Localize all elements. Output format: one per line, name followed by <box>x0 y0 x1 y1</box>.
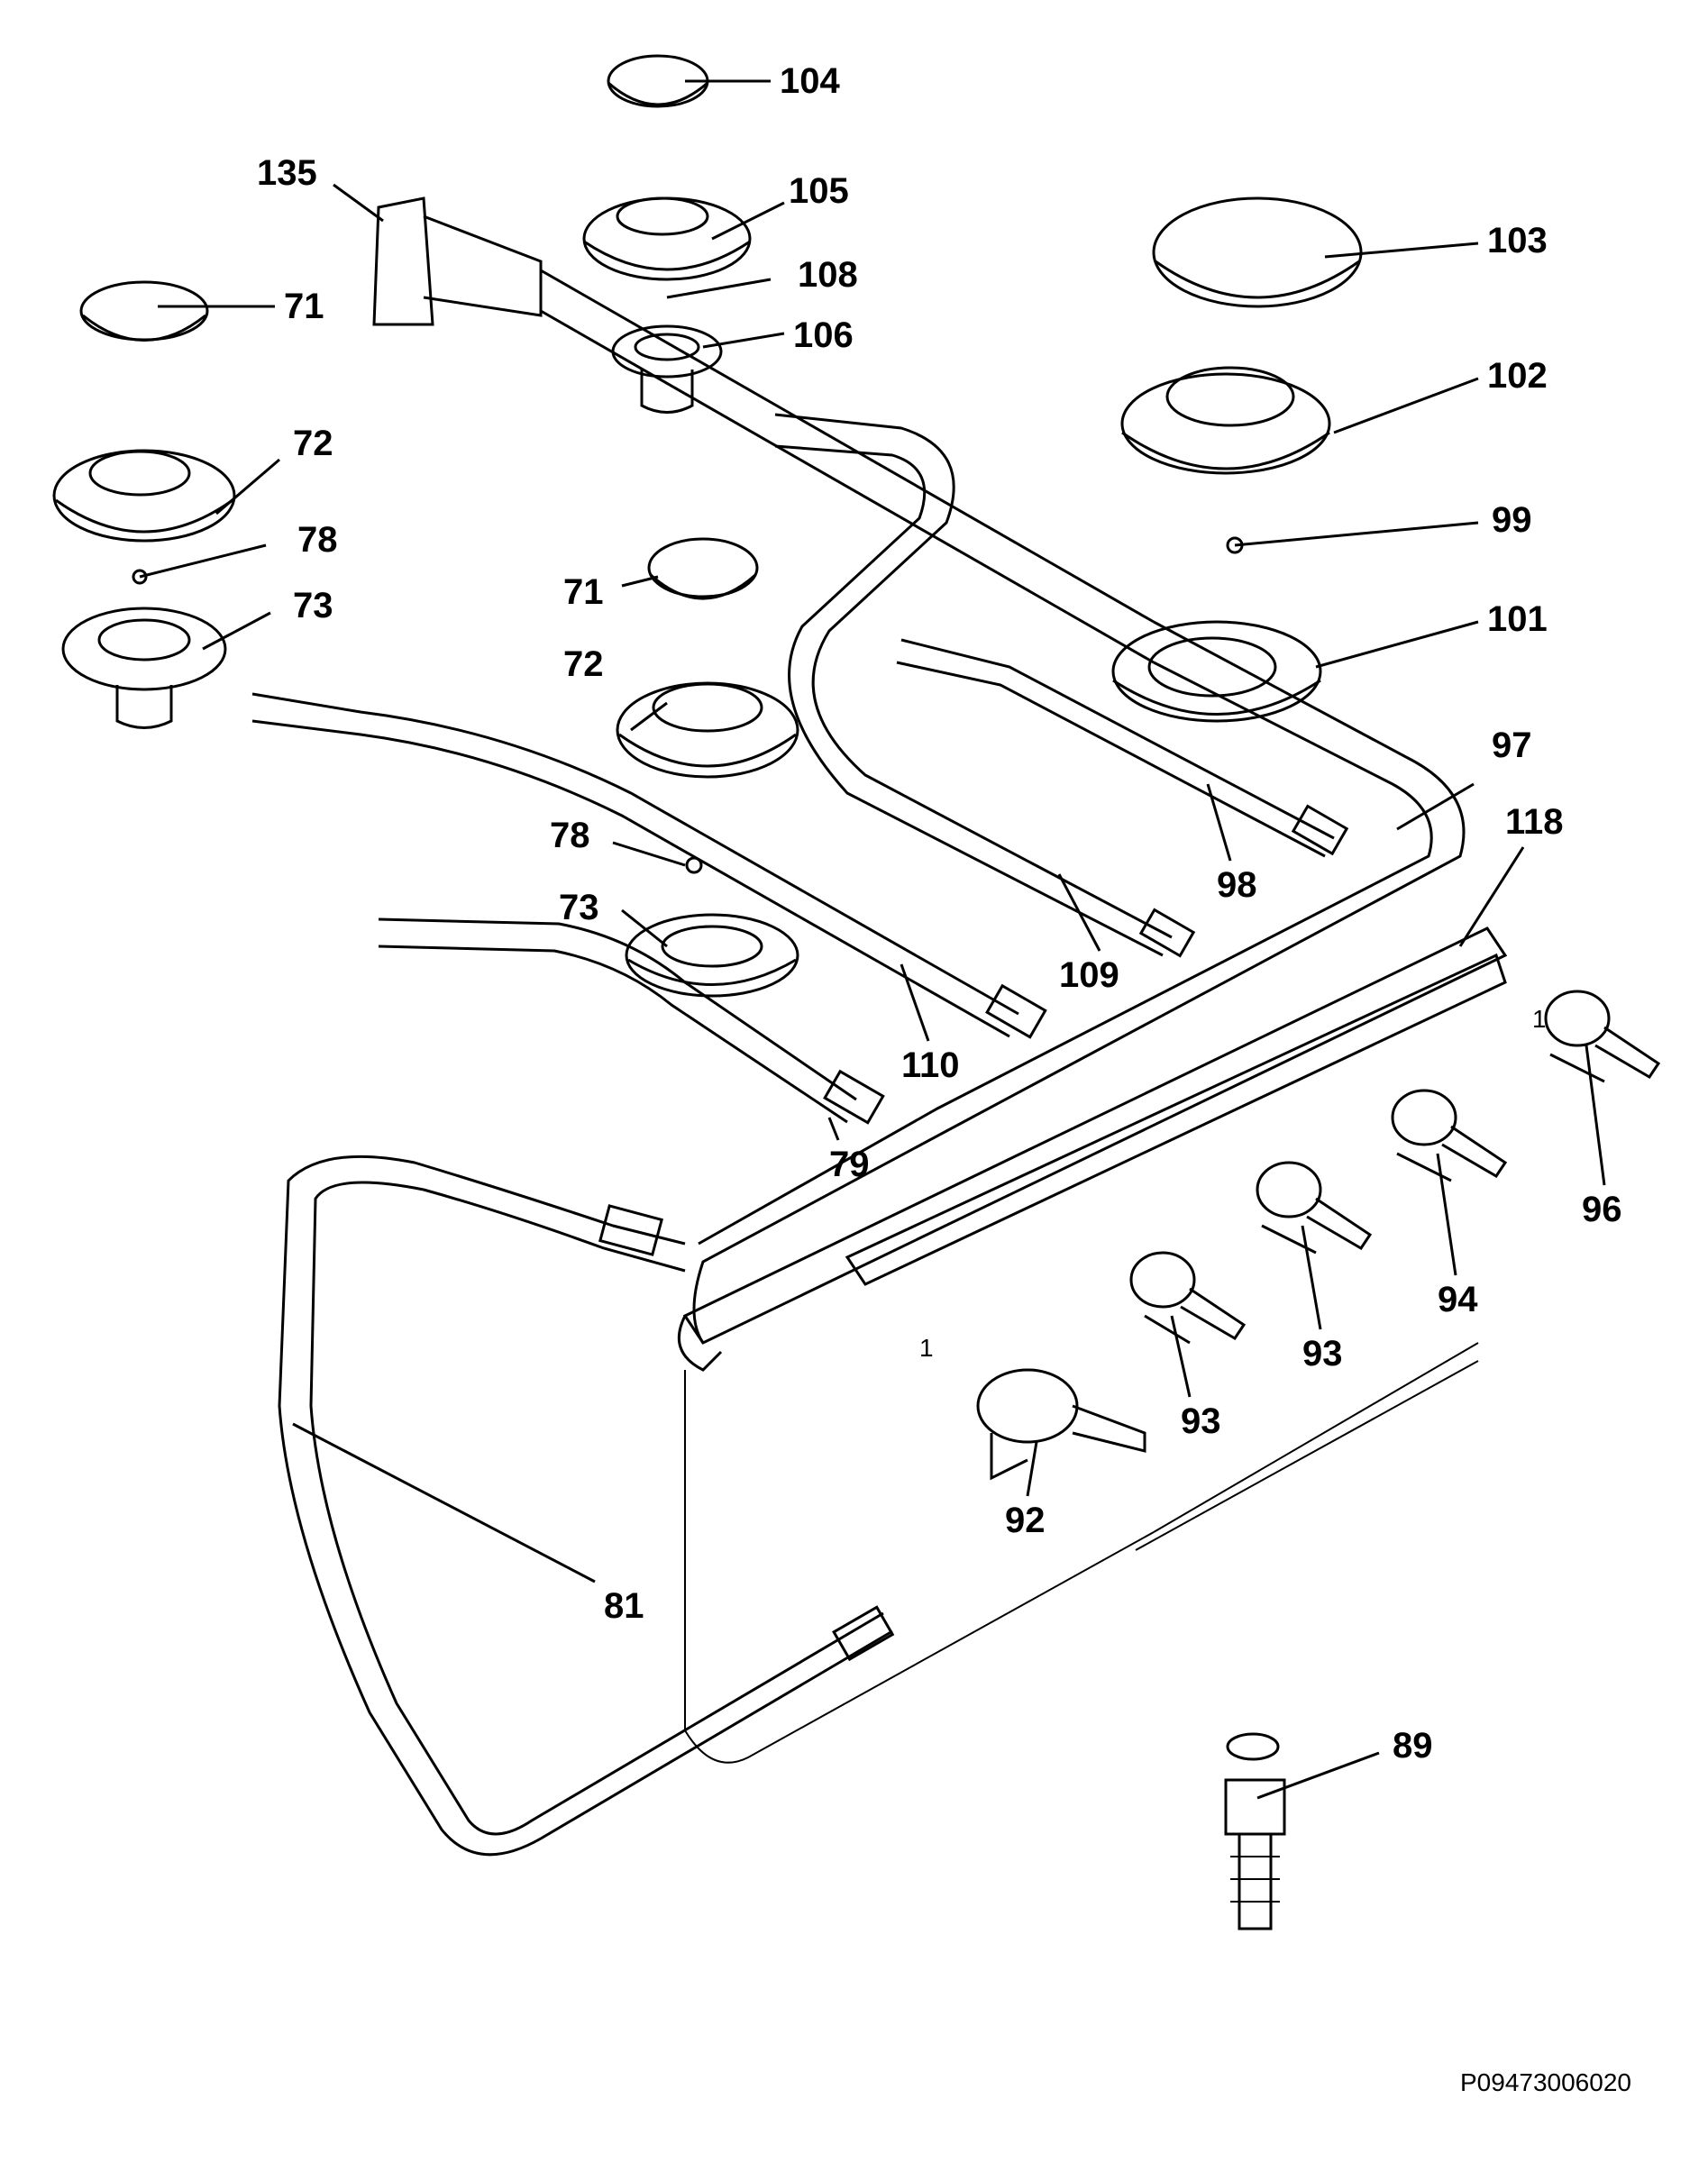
hob-frame-outline <box>684 1342 1479 1764</box>
part-94-gas-valve <box>1391 1089 1508 1182</box>
part-93-gas-valve-upper <box>1256 1161 1373 1255</box>
label-135: 135 <box>257 153 317 193</box>
label-1-right: 1 <box>1532 1005 1547 1033</box>
label-103: 103 <box>1487 221 1548 260</box>
label-72-left: 72 <box>293 424 333 463</box>
label-71-middle: 71 <box>563 572 604 612</box>
part-101-large-burner-base <box>1111 620 1322 723</box>
label-73-left: 73 <box>293 586 333 625</box>
label-109: 109 <box>1059 955 1119 995</box>
label-102: 102 <box>1487 356 1548 396</box>
label-110: 110 <box>901 1045 960 1085</box>
part-110-gas-pipe <box>251 692 1047 1039</box>
part-109-gas-pipe <box>774 413 1196 958</box>
part-89-hose-connector <box>1224 1732 1286 1930</box>
label-97: 97 <box>1492 726 1532 765</box>
label-96: 96 <box>1582 1190 1622 1229</box>
part-93-gas-valve-lower <box>1129 1251 1247 1345</box>
part-labels: 104 135 105 103 108 71 106 102 72 78 99 … <box>257 61 1631 2096</box>
label-1-left: 1 <box>919 1334 934 1362</box>
label-93-lower: 93 <box>1181 1401 1221 1441</box>
label-94: 94 <box>1438 1280 1478 1319</box>
part-73-left-burner-base <box>61 607 227 729</box>
label-108: 108 <box>798 255 858 295</box>
label-104: 104 <box>780 61 840 101</box>
label-72-middle: 72 <box>563 644 604 684</box>
part-96-gas-valve <box>1544 990 1661 1083</box>
part-71-left-burner-cap <box>79 280 209 342</box>
label-71-left: 71 <box>284 287 324 326</box>
part-118-manifold-bar <box>677 926 1508 1372</box>
part-79-gas-pipe <box>378 917 885 1125</box>
label-98: 98 <box>1217 865 1257 905</box>
label-101: 101 <box>1487 599 1548 639</box>
part-102-large-burner-crown <box>1120 366 1331 475</box>
part-92-gas-valve <box>976 1368 1146 1481</box>
label-73-middle: 73 <box>559 888 599 927</box>
part-105-burner-crown <box>582 196 752 281</box>
part-81-gas-supply-pipe <box>278 1155 895 1857</box>
part-72-middle-burner-crown <box>616 681 799 779</box>
label-78-middle: 78 <box>550 816 590 855</box>
leader-lines <box>139 79 1606 1800</box>
drawing-code: P09473006020 <box>1460 2068 1631 2096</box>
label-105: 105 <box>789 171 849 211</box>
part-78-left-screw <box>132 569 148 585</box>
label-118: 118 <box>1505 802 1564 842</box>
label-99: 99 <box>1492 500 1532 540</box>
label-78-left: 78 <box>297 520 338 560</box>
label-93-upper: 93 <box>1302 1334 1343 1374</box>
label-89: 89 <box>1393 1726 1433 1766</box>
part-103-large-burner-cap <box>1152 196 1363 308</box>
part-72-left-burner-crown <box>52 449 236 543</box>
label-92: 92 <box>1005 1501 1046 1540</box>
part-97-gas-manifold-pipe <box>692 620 1466 1344</box>
label-79: 79 <box>829 1145 870 1184</box>
part-98-gas-pipe <box>896 638 1349 858</box>
label-81: 81 <box>604 1586 644 1626</box>
label-106: 106 <box>793 315 854 355</box>
part-106-burner-base <box>611 324 723 414</box>
part-135-gas-inlet-pipe <box>372 196 1155 664</box>
part-73-middle-burner-base <box>625 913 799 998</box>
part-71-middle-burner-cap <box>647 537 759 600</box>
